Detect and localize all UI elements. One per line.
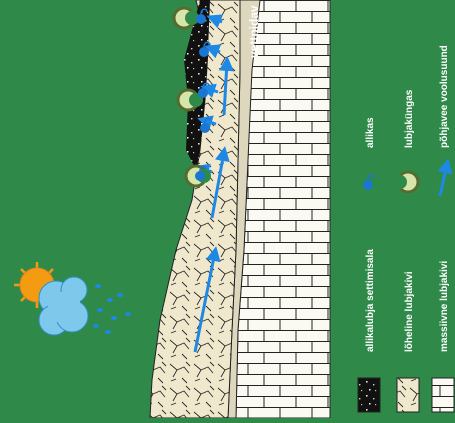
legend-label-tufa-deposit: allikalubja settimisala [365, 249, 376, 352]
legend-label-tufa-mound: lubjaküngas [404, 89, 415, 148]
cloud-icon [39, 277, 88, 335]
legend-label-fractured-limestone: lõheline lubjakivi [404, 271, 415, 352]
legend: allikalubja settimisala lõheline lubjaki… [358, 45, 454, 412]
massive-limestone-swatch [432, 378, 454, 412]
legend-label-flow-direction: põhjavee voolusuund [439, 45, 450, 148]
fractured-limestone-swatch [397, 378, 419, 412]
legend-tufa-mound-icon [393, 172, 418, 192]
sun-cloud-rain-icon [14, 262, 131, 335]
legend-flow-arrow-icon [440, 164, 447, 196]
aquitard-label: vettpidav [247, 5, 261, 58]
legend-spring-icon [363, 175, 374, 190]
tufa-deposit-swatch [358, 378, 380, 412]
rain-drops [93, 284, 131, 334]
legend-label-massive-limestone: massiivne lubjakivi [439, 261, 450, 352]
legend-label-spring: allikas [365, 117, 376, 148]
